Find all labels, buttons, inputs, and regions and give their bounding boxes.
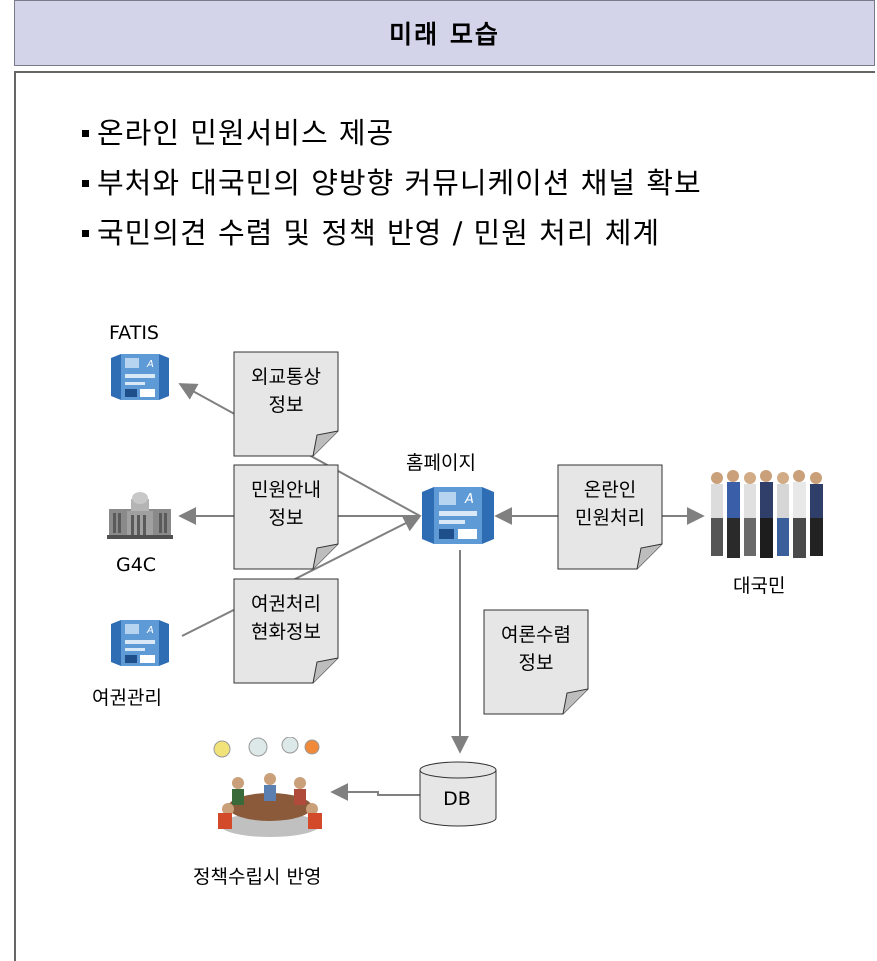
- fatis-label: FATIS: [109, 322, 159, 344]
- title-bar: 미래 모습: [14, 0, 875, 66]
- svg-text:A: A: [464, 492, 474, 507]
- page-title: 미래 모습: [389, 20, 500, 49]
- citizens-label: 대국민: [733, 575, 786, 597]
- meeting-illustration-icon: [213, 737, 322, 837]
- db-label: DB: [443, 788, 471, 810]
- homepage-icon: A: [422, 487, 494, 544]
- bullet-item: 온라인 민원서비스 제공: [82, 106, 702, 156]
- policy-label: 정책수립시 반영: [193, 866, 322, 888]
- bullet-list: 온라인 민원서비스 제공 부처와 대국민의 양방향 커뮤니케이션 채널 확보 국…: [82, 106, 702, 256]
- bullet-item: 부처와 대국민의 양방향 커뮤니케이션 채널 확보: [82, 156, 702, 206]
- citizens-group-icon: [711, 470, 823, 558]
- svg-text:A: A: [146, 359, 154, 370]
- database-icon: [419, 761, 497, 827]
- arrow-passport-to-homepage: [181, 515, 422, 637]
- passport-system-icon: A: [111, 620, 169, 666]
- passport-label: 여권관리: [92, 687, 162, 709]
- bullet-marker-icon: [82, 129, 89, 137]
- bullet-marker-icon: [82, 229, 89, 237]
- content-frame: [14, 71, 875, 961]
- fatis-system-icon: A: [111, 354, 169, 400]
- homepage-label: 홈페이지: [406, 452, 476, 474]
- bullet-item: 국민의견 수렴 및 정책 반영 / 민원 처리 체계: [82, 206, 702, 256]
- g4c-label: G4C: [116, 554, 157, 576]
- g4c-building-icon: [107, 492, 173, 539]
- bullet-marker-icon: [82, 179, 89, 187]
- arrow-db-to-policy: [330, 783, 420, 801]
- svg-text:A: A: [146, 625, 154, 636]
